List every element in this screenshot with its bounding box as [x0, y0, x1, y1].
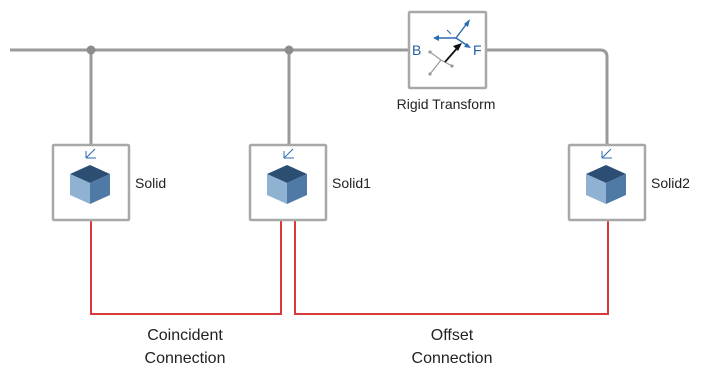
coincident-connection-line[interactable]	[90, 220, 282, 315]
reference-frame-icon	[85, 148, 96, 159]
rigid-transform-block[interactable]: B F	[407, 10, 488, 90]
mechanical-line-to-solid2[interactable]	[486, 48, 609, 148]
offset-connection-label-line2: Connection	[412, 350, 493, 367]
reference-frame-icon	[283, 148, 294, 159]
solid-block[interactable]	[51, 143, 131, 222]
solid2-label: Solid2	[651, 175, 690, 191]
cube-icon	[70, 165, 110, 204]
solid-label: Solid	[135, 175, 166, 191]
junction-dot-solid1	[284, 45, 294, 55]
reference-frame-icon	[601, 148, 612, 159]
port-b-label: B	[412, 42, 421, 58]
solid2-block[interactable]	[567, 143, 647, 222]
coincident-connection-label-line2: Connection	[145, 350, 226, 367]
offset-connection-line[interactable]	[294, 220, 609, 315]
cube-icon	[267, 165, 307, 204]
solid1-label: Solid1	[332, 175, 371, 191]
solid1-block[interactable]	[248, 143, 328, 222]
coordinate-transform-icon	[428, 19, 471, 76]
junction-dot-solid	[86, 45, 96, 55]
rigid-transform-label: Rigid Transform	[397, 96, 496, 112]
port-f-label: F	[473, 42, 482, 58]
cube-icon	[586, 165, 626, 204]
offset-connection-label-line1: Offset	[431, 327, 474, 344]
coincident-connection-label-line1: Coincident	[147, 327, 223, 344]
